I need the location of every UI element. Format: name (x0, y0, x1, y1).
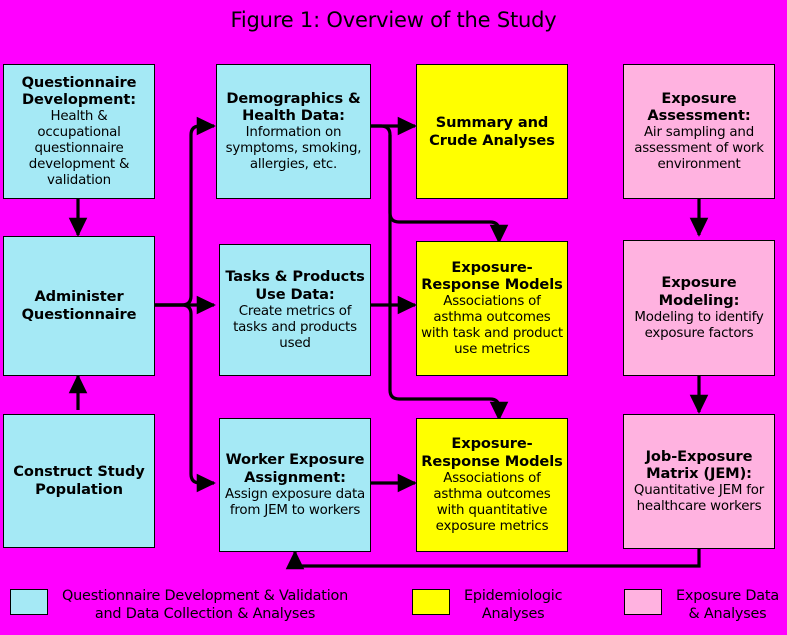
legend-swatch-exposure (624, 589, 662, 615)
legend: Questionnaire Development & Validation a… (0, 583, 787, 635)
node-summary-crude-analyses[interactable]: Summary and Crude Analyses (416, 64, 568, 199)
node-title: Worker Exposure Assignment: (225, 451, 365, 486)
node-detail: Health & occupational questionnaire deve… (28, 109, 130, 189)
node-title: Exposure-Response Models (421, 435, 563, 470)
node-construct-study-population[interactable]: Construct Study Population (3, 414, 155, 548)
legend-item-epidemiologic: Epidemiologic Analyses (412, 587, 612, 623)
node-worker-exposure-assignment[interactable]: Worker Exposure Assignment: Assign expos… (219, 418, 371, 552)
node-exposure-modeling[interactable]: Exposure Modeling: Modeling to identify … (623, 240, 775, 376)
figure-title: Figure 1: Overview of the Study (230, 8, 557, 32)
legend-swatch-epidemiologic (412, 589, 450, 615)
node-detail: Modeling to identify exposure factors (634, 309, 764, 341)
node-questionnaire-development[interactable]: Questionnaire Development: Health & occu… (3, 64, 155, 199)
node-job-exposure-matrix[interactable]: Job-Exposure Matrix (JEM): Quantitative … (623, 414, 775, 549)
node-demographics-health-data[interactable]: Demographics & Health Data: Information … (216, 64, 371, 199)
legend-item-questionnaire: Questionnaire Development & Validation a… (10, 587, 380, 623)
node-title: Exposure Modeling: (658, 274, 740, 309)
node-exposure-response-quantitative[interactable]: Exposure-Response Models Associations of… (416, 418, 568, 552)
node-title: Summary and Crude Analyses (429, 113, 555, 149)
node-detail: Associations of asthma outcomes with qua… (433, 470, 551, 534)
legend-item-exposure: Exposure Data & Analyses (624, 587, 787, 623)
arrow-administer-to-worker-exposure (155, 303, 216, 493)
node-exposure-response-tasks[interactable]: Exposure-Response Models Associations of… (416, 241, 568, 376)
node-detail: Quantitative JEM for healthcare workers (633, 483, 765, 515)
node-title: Tasks & Products Use Data: (225, 268, 365, 303)
arrow-administer-to-demographics (155, 116, 216, 307)
node-title: Exposure-Response Models (421, 258, 563, 294)
legend-label-exposure: Exposure Data & Analyses (676, 588, 779, 623)
node-title: Job-Exposure Matrix (JEM): (645, 447, 753, 483)
legend-swatch-questionnaire (10, 589, 48, 615)
node-detail: Create metrics of tasks and products use… (233, 303, 357, 351)
node-exposure-assessment[interactable]: Exposure Assessment: Air sampling and as… (623, 64, 775, 199)
node-title: Administer Questionnaire (21, 288, 137, 323)
node-title: Questionnaire Development: (21, 73, 137, 109)
node-title: Construct Study Population (13, 463, 145, 498)
legend-label-questionnaire: Questionnaire Development & Validation a… (62, 588, 349, 623)
node-detail: Associations of asthma outcomes with tas… (421, 294, 563, 358)
node-title: Demographics & Health Data: (226, 89, 361, 125)
node-detail: Air sampling and assessment of work envi… (634, 125, 764, 173)
node-administer-questionnaire[interactable]: Administer Questionnaire (3, 236, 155, 376)
legend-label-epidemiologic: Epidemiologic Analyses (464, 588, 563, 623)
node-title: Exposure Assessment: (647, 89, 751, 125)
node-tasks-products-use-data[interactable]: Tasks & Products Use Data: Create metric… (219, 244, 371, 376)
node-detail: Assign exposure data from JEM to workers (224, 486, 366, 518)
node-detail: Information on symptoms, smoking, allerg… (225, 125, 362, 173)
